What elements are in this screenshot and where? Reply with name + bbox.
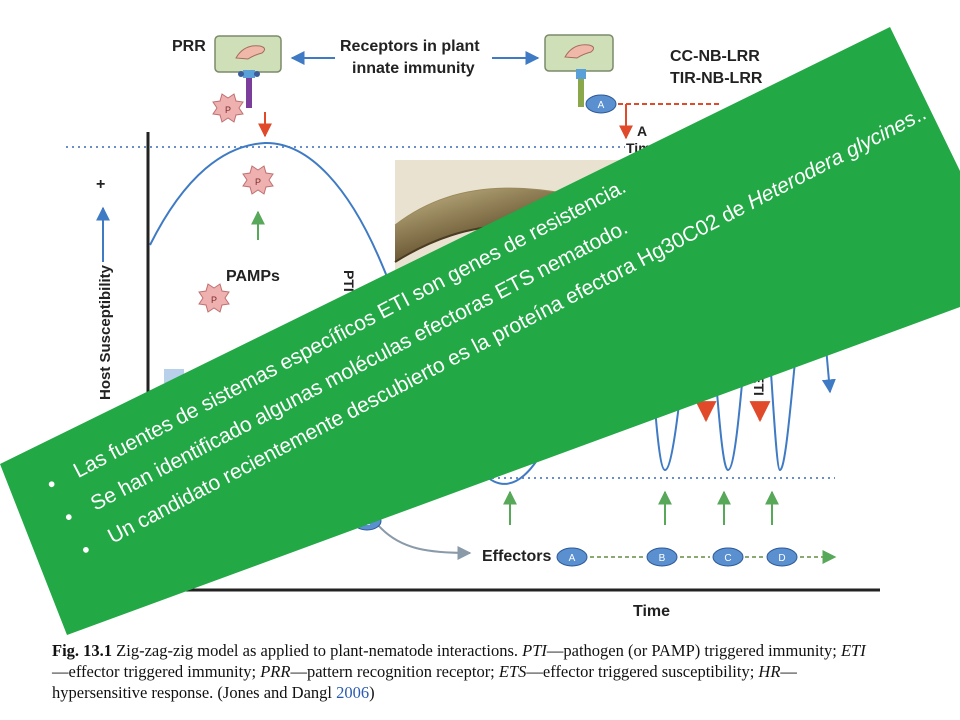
final-decline-arrow [819,279,836,394]
pamp-marker-3: P [198,283,230,313]
pti-label: PTI [341,270,357,292]
effector-oval-d: D [766,547,798,567]
receptors-label-line2: innate immunity [352,60,475,77]
pamp-marker-1: P [212,93,244,123]
time-bottom-label: Time [633,603,671,620]
caption-text-2: —pathogen (or PAMP) triggered immunity; [546,641,841,660]
caption-prr-term: PRR [260,662,291,681]
caption-eti-term: ETI [840,641,866,660]
effector-oval-trough: A [495,442,525,462]
pamp-marker-2: P [242,165,274,195]
caption-ets-term: ETS [498,662,527,681]
caption-hr-term: HR [758,662,781,681]
effector-oval-e-label: E [364,517,371,528]
caption-text-4: —pattern recognition receptor; [290,662,499,681]
effector-e-path [377,524,472,560]
pamp-marker-1-label: P [225,105,231,115]
effector-oval-d-label: D [778,553,785,564]
effector-oval-a: A [556,547,588,567]
caption-text-3: —effector triggered immunity; [52,662,261,681]
effector-oval-mid: A [559,388,589,408]
pamps-label: PAMPs [226,268,280,285]
y-axis-label: Host Susceptibility [97,264,114,400]
caption-year-link[interactable]: 2006 [336,683,370,702]
effector-oval-c-label: C [724,553,731,564]
a-marker-label: A [637,123,647,139]
y-axis-plus: + [96,176,106,193]
pamp-marker-2-label: P [255,177,261,187]
effector-oval-receptor-label: A [598,100,605,111]
effector-oval-c: C [712,547,744,567]
caption-text-5: —effector triggered susceptibility; [526,662,759,681]
effectors-label: Effectors [482,548,552,565]
figure-caption: Fig. 13.1 Zig-zag-zig model as applied t… [52,640,872,703]
effector-oval-receptor: A [585,94,617,114]
caption-text-6: —hypersensitive response. (Jones and Dan… [52,662,797,702]
receptors-label-line1: Receptors in plant [340,38,480,55]
effector-oval-a-label: A [569,553,576,564]
effector-oval-e: E [352,511,382,531]
effector-oval-b: B [646,547,678,567]
caption-fig-label: Fig. 13.1 [52,641,113,660]
caption-text-1: Zig-zag-zig model as applied to plant-ne… [112,641,523,660]
effector-oval-trough-label: A [507,448,514,459]
effector-oval-mid-label: A [571,394,578,405]
caption-text-7: ) [369,683,375,702]
prr-label: PRR [172,38,206,55]
effector-oval-b-label: B [659,553,666,564]
pamp-marker-3-label: P [211,295,217,305]
caption-pti-term: PTI [522,641,547,660]
ets-box-icon [164,369,184,383]
eti-label-3: ETI [751,374,767,396]
nblrr-label-line1: CC-NB-LRR [670,48,760,65]
eti-label-1: ETI [635,378,651,400]
nblrr-label-line2: TIR-NB-LRR [670,70,763,87]
eti-label-2: ETI [697,372,713,394]
